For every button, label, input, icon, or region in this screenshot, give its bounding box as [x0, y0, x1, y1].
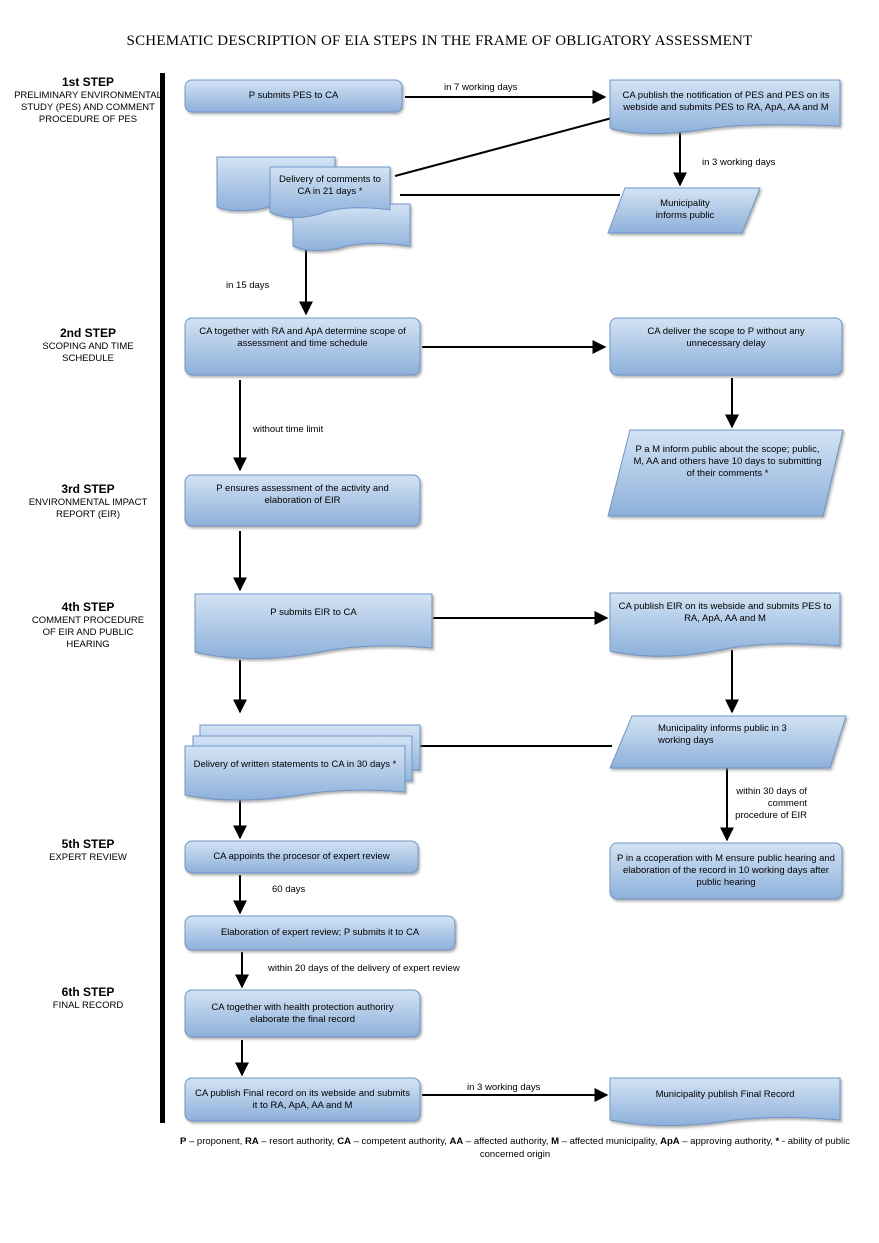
step-subtitle: ENVIRONMENTAL IMPACT REPORT (EIR)	[28, 497, 148, 520]
step-5: 5th STEP EXPERT REVIEW	[8, 837, 168, 864]
step-heading: 2nd STEP	[59, 326, 116, 340]
p-ensures-assessment-text: P ensures assessment of the activity and…	[216, 483, 389, 506]
legend-definition: - ability of public concerned origin	[479, 1136, 851, 1160]
legend-term: M	[551, 1136, 560, 1147]
elaboration-review-box	[184, 915, 456, 951]
step-3: 3rd STEP ENVIRONMENTAL IMPACT REPORT (EI…	[8, 482, 168, 521]
edge-label-3-days-b: in 3 working days	[467, 1082, 541, 1093]
edge-label-7-days: in 7 working days	[444, 82, 518, 93]
timeline-bar	[160, 73, 165, 1123]
edge-label-within-20: within 20 days of the delivery of expert…	[268, 963, 460, 974]
ca-publish-eir-doc	[609, 592, 841, 657]
edge-label-3-days-a: in 3 working days	[702, 157, 776, 168]
ca-determine-scope-box	[184, 317, 421, 376]
step-6: 6th STEP FINAL RECORD	[8, 985, 168, 1012]
municipality-informs-text: Municipality informs public	[655, 198, 715, 221]
step-heading: 1st STEP	[61, 75, 115, 89]
p-ensures-assessment-box	[184, 474, 421, 527]
edge-label-within-30: within 30 days of comment procedure of E…	[735, 786, 807, 821]
legend-term: P	[180, 1136, 187, 1147]
ca-deliver-scope-box	[609, 317, 843, 376]
ca-publish-final-box	[184, 1077, 421, 1122]
ca-publish-eir-text: CA publish EIR on its webside and submit…	[618, 601, 832, 624]
legend-definition: – competent authority,	[350, 1136, 450, 1147]
legend-definition: – approving authority,	[679, 1136, 776, 1147]
step-heading: 6th STEP	[61, 985, 115, 999]
p-public-hearing-text: P in a ccoperation with M ensure public …	[617, 853, 835, 888]
step-2: 2nd STEP SCOPING AND TIME SCHEDULE	[8, 326, 168, 365]
step-heading: 3rd STEP	[61, 482, 115, 496]
edge-label-60-days: 60 days	[272, 884, 306, 895]
step-heading: 4th STEP	[61, 600, 115, 614]
comments-doc-front	[269, 166, 391, 218]
legend-definition: – affected authority,	[463, 1136, 552, 1147]
step-subtitle: SCOPING AND TIME SCHEDULE	[42, 341, 134, 364]
edge-label-15-days: in 15 days	[226, 280, 270, 291]
legend-term: AA	[449, 1136, 464, 1147]
ca-publish-final-text: CA publish Final record on its webside a…	[195, 1087, 410, 1111]
step-4: 4th STEP COMMENT PROCEDURE OF EIR AND PU…	[8, 600, 168, 651]
legend-definition: – proponent,	[186, 1136, 245, 1147]
step-subtitle: FINAL RECORD	[52, 1000, 124, 1011]
legend-term: ApA	[660, 1136, 680, 1147]
pm-inform-scope-shape	[607, 429, 844, 517]
step-1: 1st STEP PRELIMINARY ENVIRONMENTAL STUDY…	[8, 75, 168, 126]
edge-label-without-limit: without time limit	[253, 424, 324, 435]
connectors	[233, 90, 739, 1102]
municipality-publish-final-text: Municipality publish Final Record	[655, 1089, 795, 1100]
ca-appoints-box	[184, 840, 419, 874]
pm-inform-scope-text: P a M inform public about the scope; pub…	[633, 444, 822, 479]
ca-final-record-box	[184, 989, 421, 1038]
comments-doc-back-right	[292, 203, 411, 252]
p-submits-eir-doc	[194, 593, 433, 659]
delivery-statements-text: Delivery of written statements to CA in …	[193, 759, 397, 770]
legend-term: RA	[244, 1136, 259, 1147]
step-subtitle: COMMENT PROCEDURE OF EIR AND PUBLIC HEAR…	[31, 615, 145, 650]
elaboration-review-text: Elaboration of expert review; P submits …	[220, 927, 420, 938]
statements-doc-front	[184, 745, 406, 801]
delivery-comments-text: Delivery of comments to CA in 21 days *	[279, 174, 381, 197]
ca-determine-scope-text: CA together with RA and ApA determine sc…	[199, 326, 406, 349]
legend-term: *	[775, 1136, 780, 1147]
municipality-informs-3-text: Municipality informs public in 3 working…	[658, 723, 787, 746]
ca-final-record-text: CA together with health protection autho…	[211, 1001, 394, 1025]
p-submits-eir-text: P submits EIR to CA	[270, 607, 357, 618]
step-subtitle: PRELIMINARY ENVIRONMENTAL STUDY (PES) AN…	[14, 90, 162, 125]
ca-appoints-text: CA appoints the procesor of expert revie…	[213, 851, 390, 862]
municipality-informs-shape	[607, 187, 761, 234]
ca-deliver-scope-text: CA deliver the scope to P without any un…	[647, 326, 805, 349]
legend-definition: – affected municipality,	[559, 1136, 661, 1147]
legend: P – proponent, RA – resort authority, CA…	[180, 1135, 850, 1161]
diagram-title: SCHEMATIC DESCRIPTION OF EIA STEPS IN TH…	[126, 33, 753, 49]
p-submits-pes-text: P submits PES to CA	[248, 90, 339, 101]
line-publish-to-comments	[394, 117, 613, 177]
p-submits-pes-box	[184, 79, 403, 113]
ca-publish-pes-box	[609, 79, 841, 135]
legend-term: CA	[337, 1136, 351, 1147]
ca-publish-pes-text: CA publish the notification of PES and P…	[622, 90, 830, 113]
step-heading: 5th STEP	[61, 837, 115, 851]
municipality-informs-3-shape	[609, 715, 847, 769]
p-public-hearing-box	[609, 842, 843, 900]
step-subtitle: EXPERT REVIEW	[49, 852, 127, 863]
legend-definition: – resort authority,	[258, 1136, 338, 1147]
municipality-publish-final-doc	[609, 1077, 841, 1127]
